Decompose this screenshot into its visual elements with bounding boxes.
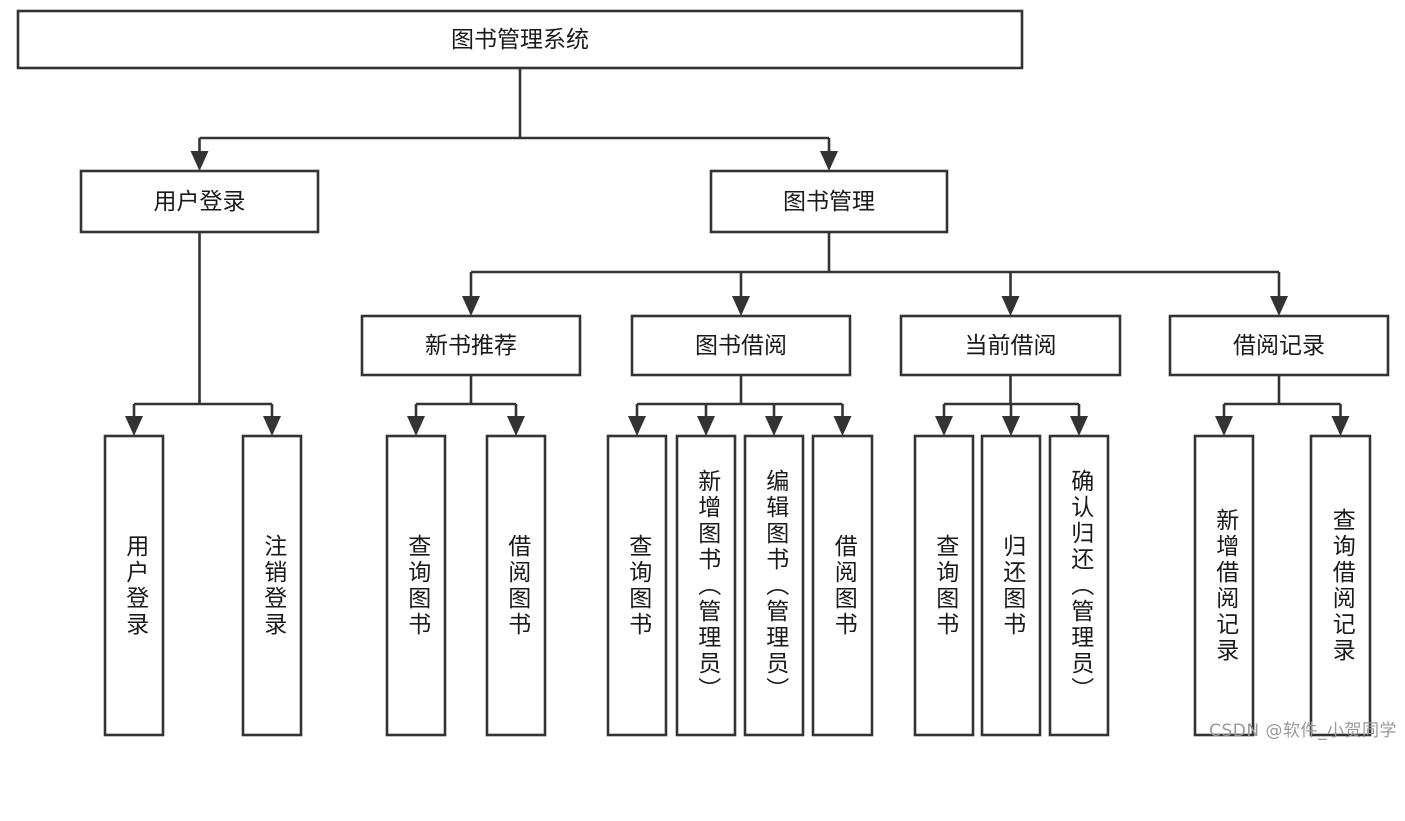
node-box-leaf-10[interactable] — [1048, 434, 1110, 737]
node-box-leaf-3[interactable] — [485, 434, 547, 737]
node-box-leaf-4[interactable] — [606, 434, 668, 737]
arrow-head-icon-leaf-0 — [125, 416, 143, 436]
node-label-level2-2: 当前借阅 — [965, 333, 1057, 359]
arrow-head-icon-level2-0 — [462, 296, 480, 316]
arrow-head-icon-level2-3 — [1270, 296, 1288, 316]
arrow-head-icon-level1-0 — [190, 151, 209, 171]
arrow-head-icon-leaf-9 — [1002, 416, 1020, 436]
node-label-leaf-11: 新增借阅记录 — [1211, 507, 1238, 664]
node-box-level2-3[interactable] — [1168, 314, 1390, 377]
node-label-level1-1: 图书管理 — [783, 189, 875, 215]
node-box-leaf-2[interactable] — [385, 434, 447, 737]
node-box-leaf-11[interactable] — [1193, 434, 1255, 737]
node-box-level2-0[interactable] — [360, 314, 582, 377]
node-label-leaf-3: 借阅图书 — [503, 533, 530, 638]
arrow-head-icon-leaf-5 — [697, 416, 715, 436]
arrow-head-icon-leaf-11 — [1215, 416, 1233, 436]
node-label-leaf-12: 查询借阅记录 — [1328, 507, 1355, 664]
node-box-level2-1[interactable] — [630, 314, 852, 377]
node-box-level1-0[interactable] — [79, 169, 320, 234]
node-box-level2-2[interactable] — [899, 314, 1122, 377]
node-box-leaf-0[interactable] — [103, 434, 165, 737]
arrow-head-icon-level2-2 — [1001, 296, 1020, 316]
node-box-leaf-8[interactable] — [913, 434, 975, 737]
arrow-head-icon-leaf-8 — [935, 416, 953, 436]
arrow-head-icon-level1-1 — [820, 151, 838, 171]
node-box-level1-1[interactable] — [709, 169, 949, 234]
node-label-level2-1: 图书借阅 — [695, 333, 787, 359]
arrow-head-icon-leaf-1 — [263, 416, 281, 436]
node-box-leaf-7[interactable] — [811, 434, 874, 737]
arrow-head-icon-leaf-4 — [628, 416, 646, 436]
node-label-leaf-8: 查询图书 — [931, 533, 958, 638]
node-box-leaf-5[interactable] — [675, 434, 737, 737]
node-box-leaf-12[interactable] — [1309, 434, 1372, 737]
arrow-head-icon-leaf-10 — [1070, 416, 1088, 436]
node-label-leaf-1: 注销登录 — [259, 533, 286, 638]
arrow-head-icon-leaf-2 — [407, 416, 425, 436]
edge-layer — [125, 68, 1350, 436]
node-label-level1-0: 用户登录 — [154, 189, 246, 215]
node-label-leaf-2: 查询图书 — [403, 533, 430, 638]
node-label-level2-3: 借阅记录 — [1233, 333, 1325, 359]
arrow-head-icon-leaf-3 — [507, 416, 525, 436]
node-box-leaf-6[interactable] — [743, 434, 805, 737]
arrow-head-icon-leaf-6 — [765, 416, 783, 436]
node-box-root[interactable] — [16, 9, 1024, 70]
node-label-leaf-10: 确认归还（管理员） — [1066, 468, 1093, 703]
node-label-leaf-5: 新增图书（管理员） — [693, 468, 720, 703]
node-label-leaf-0: 用户登录 — [121, 533, 148, 638]
node-label-level2-0: 新书推荐 — [425, 333, 517, 359]
node-label-root: 图书管理系统 — [451, 27, 589, 53]
csdn-watermark: CSDN @软件_小贺同学 — [1209, 721, 1397, 741]
node-box-leaf-1[interactable] — [241, 434, 303, 737]
node-label-leaf-7: 借阅图书 — [830, 533, 857, 638]
node-box-leaf-9[interactable] — [980, 434, 1042, 737]
arrow-head-icon-level2-1 — [732, 296, 750, 316]
arrow-head-icon-leaf-7 — [833, 416, 852, 436]
node-box-layer — [16, 9, 1390, 737]
diagram-canvas: 图书管理系统用户登录图书管理新书推荐图书借阅当前借阅借阅记录 用户登录注销登录查… — [16, 9, 1397, 741]
arrow-head-icon-leaf-12 — [1331, 416, 1350, 436]
node-label-leaf-9: 归还图书 — [998, 533, 1025, 638]
node-label-leaf-4: 查询图书 — [624, 533, 651, 638]
node-label-leaf-6: 编辑图书（管理员） — [761, 468, 788, 703]
